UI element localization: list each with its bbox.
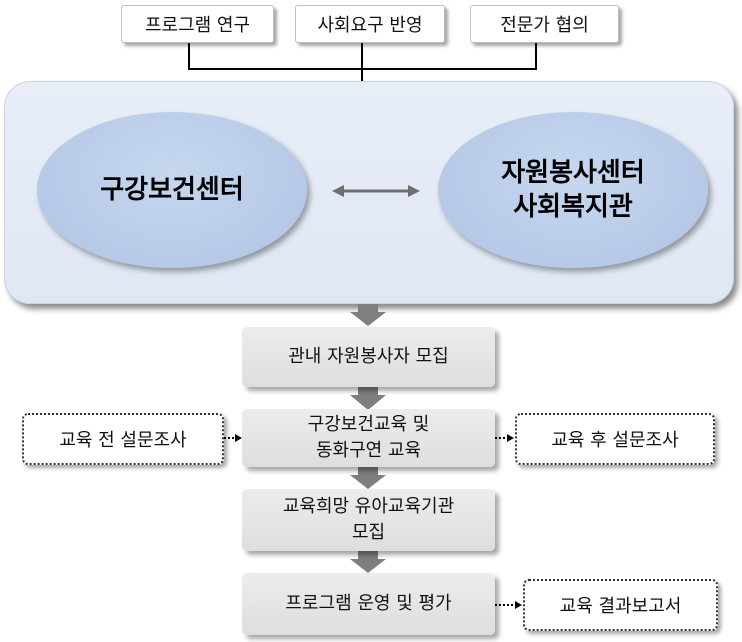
result-report-label: 교육 결과보고서 [559,596,682,617]
step-label: 구강보건교육 및 [307,414,430,435]
dotted-arrow-icon [224,434,242,442]
connector-line [361,43,363,81]
dotted-arrow-icon [495,601,522,609]
post-survey-label: 교육 후 설문조사 [551,430,679,451]
oral-health-center-ellipse: 구강보건센터 [37,112,307,268]
input-social-needs: 사회요구 반영 [295,5,445,43]
down-arrow-icon [350,387,386,410]
step-label: 관내 자원봉사자 모집 [288,346,449,367]
step-label: 동화구연 교육 [315,440,422,461]
down-arrow-icon [350,551,386,573]
post-survey-box: 교육 후 설문조사 [515,413,715,465]
down-arrow-icon [350,304,386,326]
step-oral-health-education: 구강보건교육 및 동화구연 교육 [242,409,495,467]
dotted-arrow-icon [495,434,514,442]
down-arrow-icon [350,467,386,489]
step-label: 모집 [351,522,386,543]
input-expert-consultation: 전문가 협의 [470,5,619,43]
input-program-research: 프로그램 연구 [121,5,274,43]
step-label: 프로그램 운영 및 평가 [285,593,452,614]
input-label: 프로그램 연구 [144,15,251,36]
step-recruit-institutions: 교육희망 유아교육기관 모집 [242,489,495,551]
pre-survey-box: 교육 전 설문조사 [22,413,224,465]
connector-line [535,43,537,70]
step-label: 교육희망 유아교육기관 [282,496,455,517]
volunteer-welfare-ellipse: 자원봉사센터 사회복지관 [438,112,708,268]
step-recruit-volunteers: 관내 자원봉사자 모집 [242,327,495,387]
connector-line [188,43,190,70]
welfare-center-label: 사회복지관 [513,192,633,222]
input-label: 전문가 협의 [500,15,589,36]
input-label: 사회요구 반영 [317,15,423,36]
connector-line [188,68,537,70]
oral-health-center-label: 구강보건센터 [100,175,244,205]
volunteer-center-label: 자원봉사센터 [501,158,645,188]
result-report-box: 교육 결과보고서 [523,579,718,631]
bidirectional-arrow-icon [332,185,420,197]
step-operate-evaluate: 프로그램 운영 및 평가 [242,573,495,635]
pre-survey-label: 교육 전 설문조사 [59,430,187,451]
